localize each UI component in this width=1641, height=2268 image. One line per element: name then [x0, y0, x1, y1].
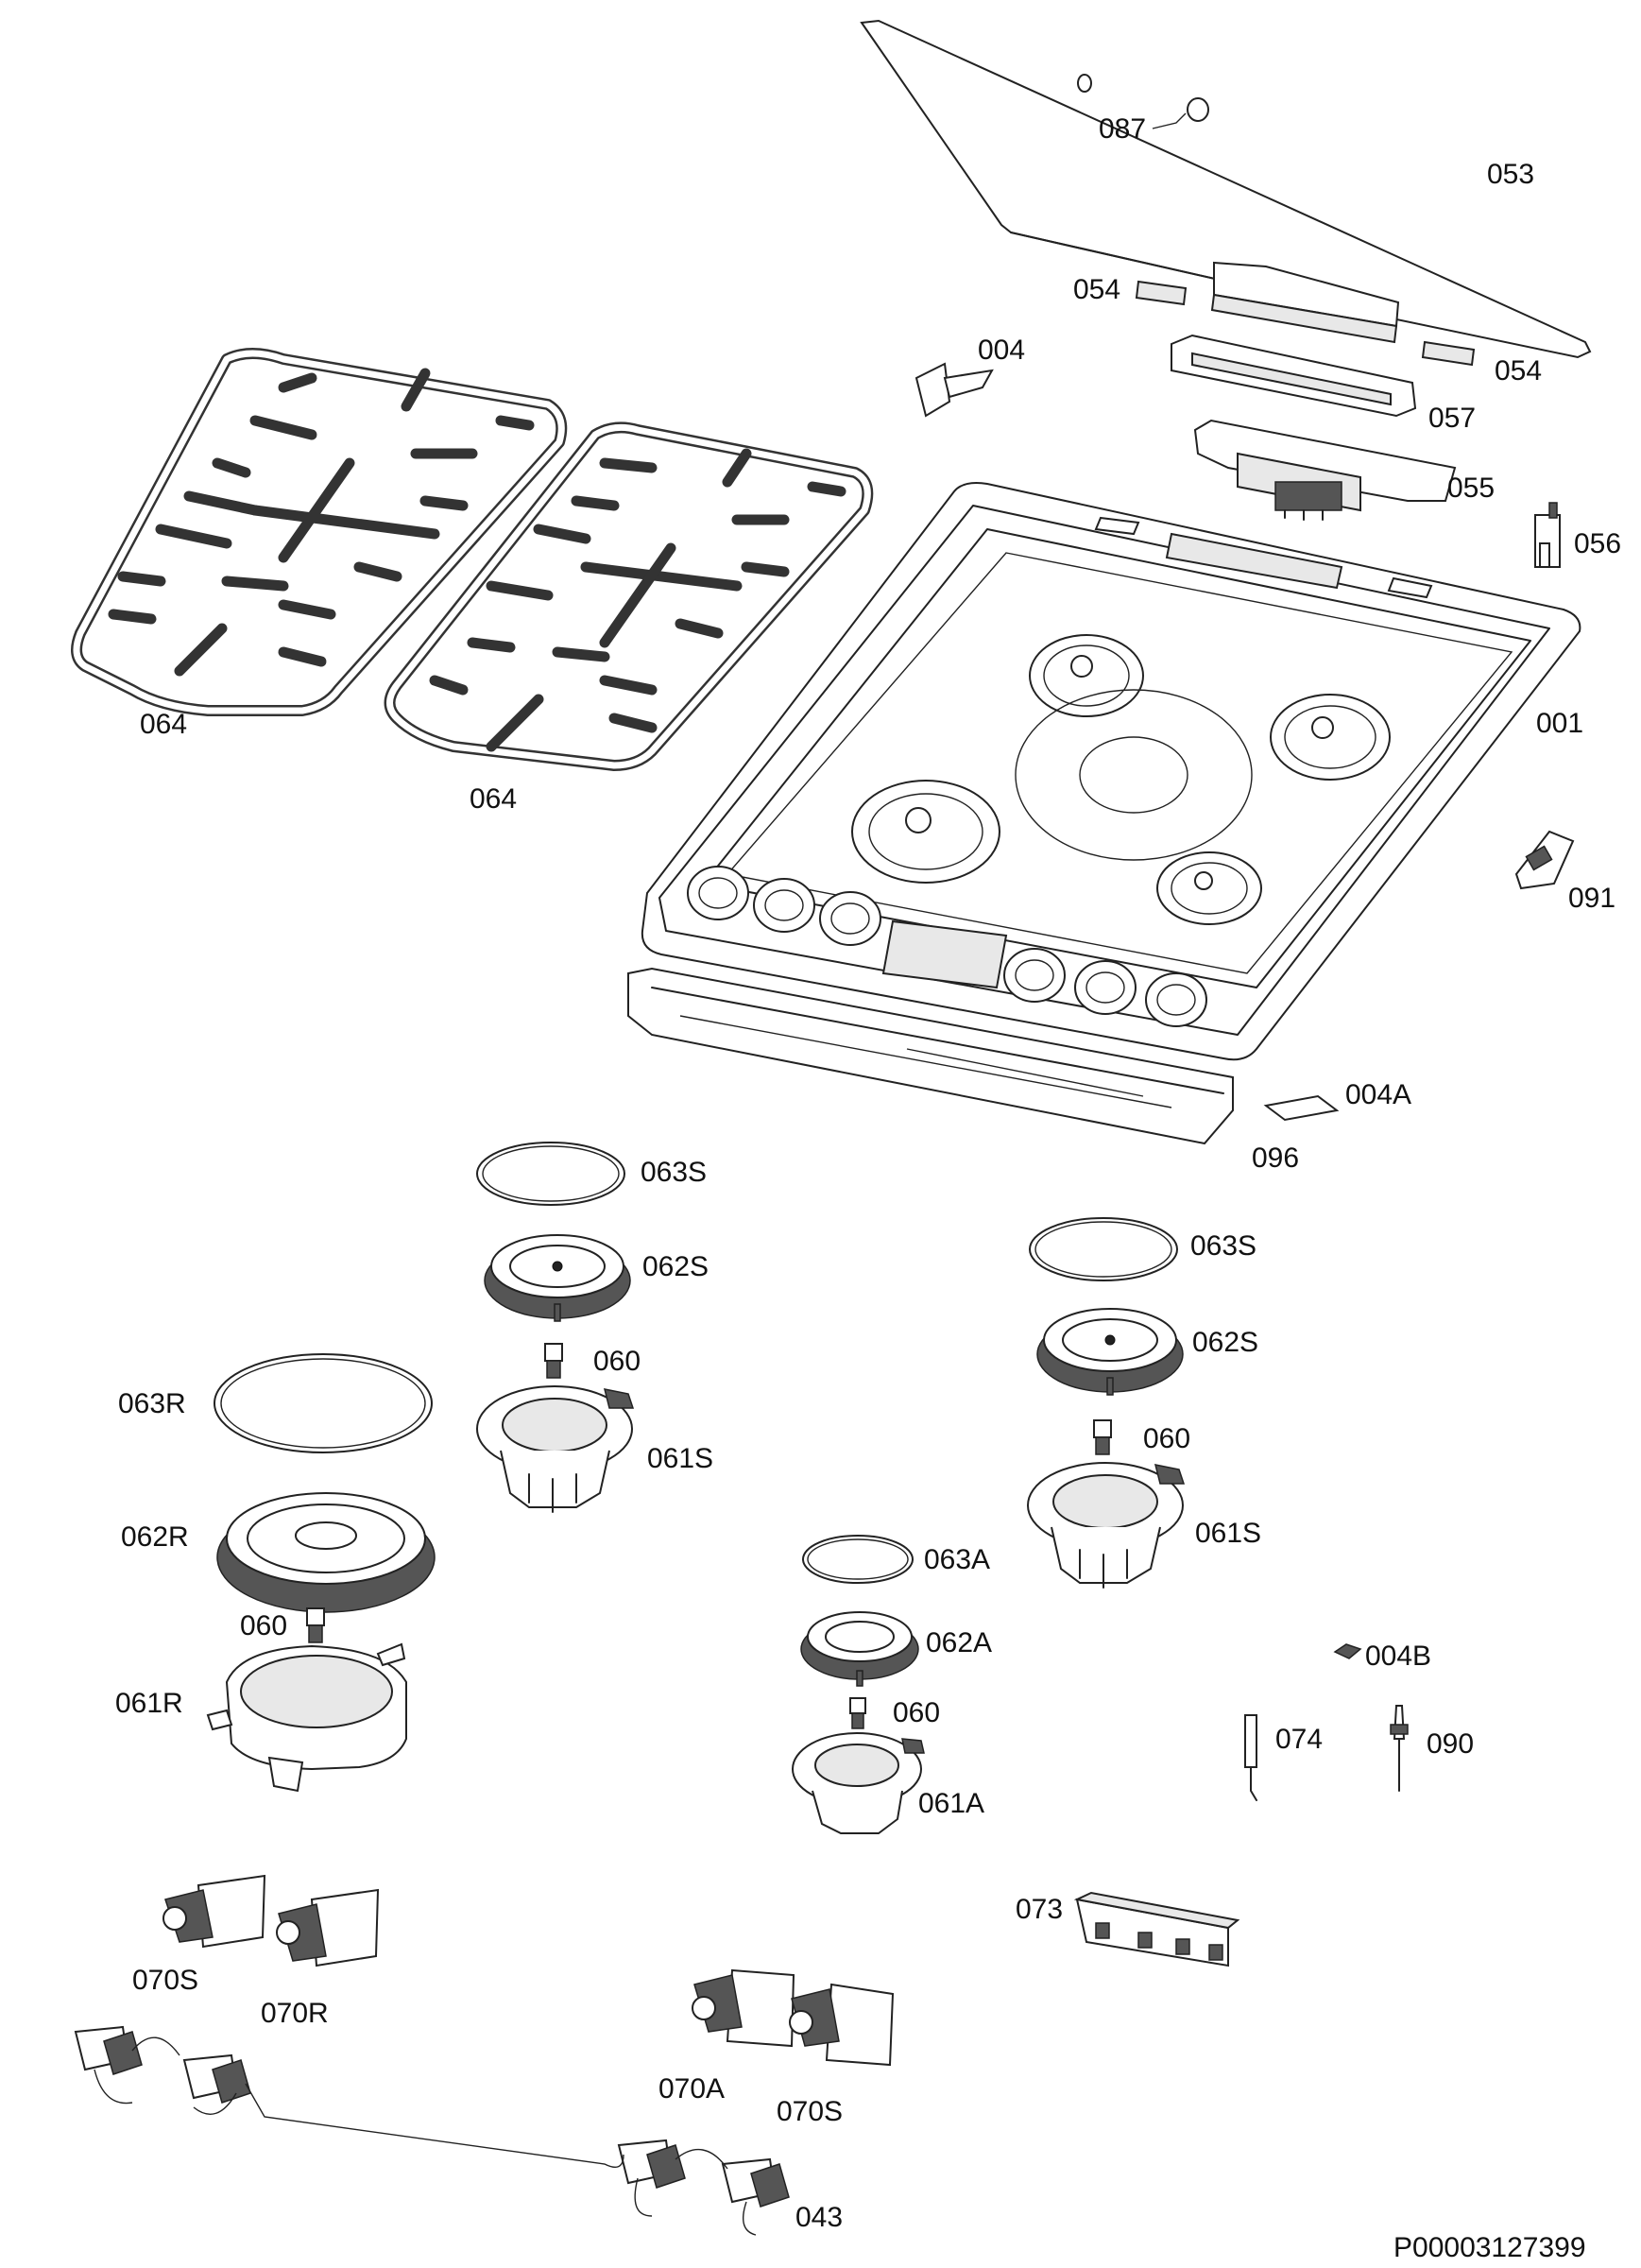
part-label: 063S: [1190, 1230, 1256, 1262]
gas-tap-070s-2: [789, 1983, 895, 2067]
part-label: 062S: [1192, 1327, 1258, 1358]
knob-hole-icon: [687, 866, 1207, 1027]
injector-060: [544, 1343, 563, 1379]
burner-opening-icon: [1029, 634, 1144, 717]
part-label: 087: [1099, 113, 1146, 145]
burner-base-061s-2: [1027, 1462, 1186, 1589]
part-label: 004: [978, 335, 1025, 366]
part-label: 054: [1073, 274, 1120, 305]
switch-part: [1534, 502, 1561, 568]
part-labels: 087 053 054 054 004 057 055 056 001 064 …: [115, 113, 1621, 2263]
part-label: 073: [1016, 1894, 1063, 1925]
hinge-frame-part: [1171, 334, 1417, 418]
part-label: 043: [795, 2202, 843, 2233]
hob-top-part: [641, 482, 1581, 1061]
part-label: 070S: [132, 1965, 198, 1996]
burner-crown-062r: [216, 1492, 436, 1613]
part-label: 070R: [261, 1998, 329, 2029]
gas-tap-070s: [162, 1874, 266, 1949]
burner-opening-icon: [1156, 851, 1262, 925]
spark-plug-090: [1390, 1705, 1409, 1792]
gas-tap-070r: [276, 1888, 380, 1967]
part-label: 091: [1568, 883, 1615, 914]
part-label: 061R: [115, 1688, 183, 1719]
part-label: 061S: [1195, 1518, 1261, 1549]
drawing-number: P00003127399: [1393, 2232, 1586, 2263]
part-label: 055: [1447, 472, 1495, 504]
part-label: 062S: [642, 1251, 709, 1282]
part-label: 053: [1487, 159, 1534, 190]
part-label: 004B: [1365, 1641, 1431, 1672]
part-label: 062A: [926, 1627, 992, 1658]
part-label: 070A: [658, 2073, 725, 2105]
gas-tap-070a: [692, 1968, 795, 2048]
part-label: 001: [1536, 708, 1583, 739]
burner-crown-062s-2: [1036, 1308, 1184, 1396]
burner-base-061s: [476, 1385, 635, 1513]
burner-cap-063r: [214, 1353, 433, 1453]
thermocouple-074: [1244, 1714, 1257, 1801]
ignition-module-073: [1073, 1891, 1240, 1967]
part-label: 061S: [647, 1443, 713, 1474]
part-label: 060: [893, 1697, 940, 1728]
injector-060-2: [1093, 1419, 1112, 1455]
part-label: 056: [1574, 528, 1621, 559]
burner-crown-062a: [800, 1611, 919, 1687]
injector-060-4: [849, 1697, 866, 1729]
part-label: 060: [240, 1610, 287, 1641]
part-label: 060: [593, 1346, 641, 1377]
part-label: 054: [1495, 355, 1542, 387]
lid-hole-icon: [1187, 97, 1209, 122]
pan-support-right: [384, 421, 874, 771]
part-label: 063A: [924, 1544, 990, 1575]
part-label: 063S: [641, 1157, 707, 1188]
hinge-part: [1135, 261, 1476, 367]
part-label: 004A: [1345, 1079, 1411, 1110]
burner-cap-063a: [802, 1535, 914, 1584]
clip-part-091: [1514, 830, 1575, 890]
part-label: 062R: [121, 1521, 189, 1553]
part-label: 090: [1427, 1728, 1474, 1760]
part-label: 057: [1428, 403, 1476, 434]
wiring-harness-043: [74, 2025, 790, 2236]
part-label: 064: [470, 783, 517, 815]
part-label: 070S: [777, 2096, 843, 2127]
front-panel-part: [627, 967, 1234, 1145]
display-window-icon: [881, 919, 1008, 989]
clip-part: [915, 362, 994, 418]
lid-hole-icon: [1077, 74, 1092, 93]
hotplate-icon: [1015, 689, 1253, 861]
pan-support-left: [71, 348, 568, 716]
burner-cap-063s: [476, 1142, 625, 1206]
burner-opening-icon: [1270, 694, 1391, 781]
burner-base-061r: [206, 1642, 407, 1793]
part-label: 074: [1275, 1724, 1323, 1755]
part-label: 096: [1252, 1143, 1299, 1174]
burner-base-061a: [792, 1732, 925, 1834]
clip-part-004b: [1333, 1643, 1362, 1659]
part-label: 061A: [918, 1788, 984, 1819]
glass-lid-part: [860, 19, 1592, 359]
burner-crown-062s: [484, 1234, 631, 1322]
part-label: 060: [1143, 1423, 1190, 1454]
part-label: 064: [140, 709, 187, 740]
clip-part-004a: [1263, 1094, 1340, 1122]
injector-060-3: [306, 1607, 325, 1643]
burner-cap-063s-2: [1029, 1217, 1178, 1281]
part-label: 063R: [118, 1388, 186, 1419]
burner-opening-icon: [851, 780, 1000, 884]
hinge-bracket-part: [1193, 419, 1457, 521]
